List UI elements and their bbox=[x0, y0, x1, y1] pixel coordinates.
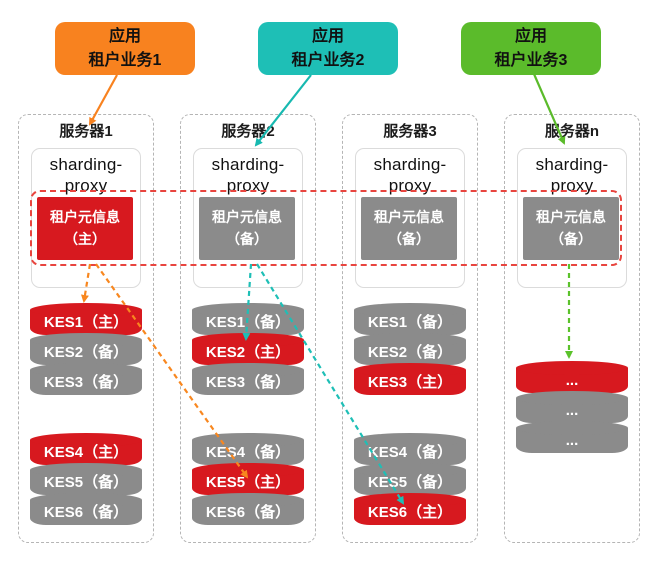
kes-cylinder-primary: KES2（主） bbox=[192, 333, 304, 365]
kes-cylinder-label: KES1（备） bbox=[205, 314, 291, 331]
kes-cylinder-label: KES5（主） bbox=[205, 474, 291, 491]
kes-cylinder-label: KES3（备） bbox=[205, 374, 291, 391]
kes-cylinder-standby: KES5（备） bbox=[30, 463, 142, 495]
app-label-line2: 租户业务2 bbox=[291, 51, 365, 69]
kes-cylinder-standby: KES4（备） bbox=[192, 433, 304, 465]
server-title: 服务器1 bbox=[59, 123, 113, 140]
tenant-metadata-label-line: 租户元信息 bbox=[374, 208, 444, 225]
kes-cylinder-stack: KES1（备） KES2（主） KES3（备） bbox=[192, 303, 304, 395]
sharding-proxy-label: sharding-proxy bbox=[32, 154, 140, 197]
sharding-proxy-label-line: proxy bbox=[388, 176, 432, 196]
kes-cylinder-label: KES5（备） bbox=[367, 474, 453, 491]
tenant-metadata-box-standby: 租户元信息 （备） bbox=[199, 197, 295, 260]
sharding-proxy-label-line: proxy bbox=[226, 176, 270, 196]
sharding-proxy-label-line: sharding- bbox=[535, 155, 609, 174]
server-title: 服务器3 bbox=[383, 123, 437, 140]
sharding-proxy-label-line: sharding- bbox=[373, 155, 447, 174]
kes-cylinder-standby: KES1（备） bbox=[192, 303, 304, 335]
sharding-proxy-label-line: proxy bbox=[64, 176, 108, 196]
kes-cylinder-primary: KES1（主） bbox=[30, 303, 142, 335]
tenant-metadata-label-line: 租户元信息 bbox=[536, 208, 606, 225]
kes-cylinder-standby: KES3（备） bbox=[192, 363, 304, 395]
kes-cylinder-stack: KES4（主） KES5（备） KES6（备） bbox=[30, 433, 142, 525]
kes-cylinder-label: KES1（备） bbox=[367, 314, 453, 331]
kes-cylinder-standby: KES2（备） bbox=[30, 333, 142, 365]
sharding-proxy-label-line: proxy bbox=[550, 176, 594, 196]
kes-cylinder-label: KES5（备） bbox=[43, 474, 129, 491]
kes-cylinder-standby: ... bbox=[516, 391, 628, 423]
kes-cylinder-label: ... bbox=[565, 372, 579, 389]
kes-cylinder-standby: KES2（备） bbox=[354, 333, 466, 365]
sharding-proxy-label: sharding-proxy bbox=[356, 154, 464, 197]
kes-cylinder-primary: KES4（主） bbox=[30, 433, 142, 465]
kes-cylinder-label: KES6（备） bbox=[205, 504, 291, 521]
kes-cylinder-standby: KES5（备） bbox=[354, 463, 466, 495]
app-box-tenant-business-3: 应用 租户业务3 bbox=[461, 22, 601, 75]
tenant-metadata-label-line: 租户元信息 bbox=[50, 208, 120, 225]
app-label-line2: 租户业务1 bbox=[88, 51, 162, 69]
app-label-line1: 应用 bbox=[311, 28, 344, 46]
server-title: 服务器2 bbox=[221, 123, 275, 140]
sharding-proxy-box: sharding-proxy 租户元信息 （备） bbox=[517, 148, 627, 288]
kes-cylinder-standby: KES6（备） bbox=[30, 493, 142, 525]
tenant-metadata-label-line: （备） bbox=[226, 230, 268, 247]
kes-cylinder-label: KES2（备） bbox=[43, 344, 129, 361]
kes-cylinder-label: KES3（备） bbox=[43, 374, 129, 391]
app-box-tenant-business-2: 应用 租户业务2 bbox=[258, 22, 398, 75]
kes-cylinder-label: KES3（主） bbox=[367, 374, 453, 391]
kes-cylinder-primary: ... bbox=[516, 361, 628, 393]
kes-cylinder-primary: KES6（主） bbox=[354, 493, 466, 525]
kes-cylinder-stack: KES4（备） KES5（备） KES6（主） bbox=[354, 433, 466, 525]
tenant-metadata-box-standby: 租户元信息 （备） bbox=[361, 197, 457, 260]
kes-cylinder-standby: ... bbox=[516, 421, 628, 453]
kes-cylinder-stack: KES1（主） KES2（备） KES3（备） bbox=[30, 303, 142, 395]
kes-cylinder-label: KES4（主） bbox=[43, 444, 129, 461]
tenant-metadata-box-standby: 租户元信息 （备） bbox=[523, 197, 619, 260]
kes-cylinder-stack: KES1（备） KES2（备） KES3（主） bbox=[354, 303, 466, 395]
kes-cylinder-standby: KES1（备） bbox=[354, 303, 466, 335]
tenant-metadata-box-primary: 租户元信息 （主） bbox=[37, 197, 133, 260]
kes-cylinder-label: KES1（主） bbox=[43, 314, 129, 331]
kes-cylinder-stack: ......... bbox=[516, 361, 628, 453]
kes-cylinder-stack: KES4（备） KES5（主） KES6（备） bbox=[192, 433, 304, 525]
tenant-metadata-label-line: （主） bbox=[64, 230, 106, 247]
kes-cylinder-label: KES2（备） bbox=[367, 344, 453, 361]
tenant-metadata-label-line: （备） bbox=[388, 230, 430, 247]
sharding-proxy-box: sharding-proxy 租户元信息 （主） bbox=[31, 148, 141, 288]
server-column-2: 服务器2 sharding-proxy 租户元信息 （备） KES1（备） KES2（主）… bbox=[180, 114, 316, 543]
kes-cylinder-label: KES2（主） bbox=[205, 344, 291, 361]
server-title: 服务器n bbox=[544, 123, 600, 140]
kes-cylinder-standby: KES6（备） bbox=[192, 493, 304, 525]
kes-cylinder-label: KES6（主） bbox=[367, 504, 453, 521]
server-column-3: 服务器3 sharding-proxy 租户元信息 （备） KES1（备） KES2（备）… bbox=[342, 114, 478, 543]
sharding-proxy-label-line: sharding- bbox=[49, 155, 123, 174]
kes-cylinder-label: KES6（备） bbox=[43, 504, 129, 521]
server-column-n: 服务器n sharding-proxy 租户元信息 （备）......... bbox=[504, 114, 640, 543]
tenant-metadata-label-line: （备） bbox=[550, 230, 592, 247]
sharding-proxy-box: sharding-proxy 租户元信息 （备） bbox=[193, 148, 303, 288]
server-column-1: 服务器1 sharding-proxy 租户元信息 （主） KES1（主） KES2（备）… bbox=[18, 114, 154, 543]
kes-cylinder-label: KES4（备） bbox=[205, 444, 291, 461]
kes-cylinder-standby: KES3（备） bbox=[30, 363, 142, 395]
sharding-proxy-box: sharding-proxy 租户元信息 （备） bbox=[355, 148, 465, 288]
sharding-proxy-label-line: sharding- bbox=[211, 155, 285, 174]
app-label-line1: 应用 bbox=[108, 28, 141, 46]
sharding-proxy-label: sharding-proxy bbox=[194, 154, 302, 197]
kes-cylinder-standby: KES4（备） bbox=[354, 433, 466, 465]
app-box-tenant-business-1: 应用 租户业务1 bbox=[55, 22, 195, 75]
kes-cylinder-label: KES4（备） bbox=[367, 444, 453, 461]
kes-cylinder-primary: KES5（主） bbox=[192, 463, 304, 495]
kes-cylinder-primary: KES3（主） bbox=[354, 363, 466, 395]
kes-cylinder-label: ... bbox=[565, 432, 579, 449]
kes-cylinder-label: ... bbox=[565, 402, 579, 419]
tenant-metadata-label-line: 租户元信息 bbox=[212, 208, 282, 225]
app-label-line2: 租户业务3 bbox=[494, 51, 568, 69]
sharding-proxy-label: sharding-proxy bbox=[518, 154, 626, 197]
app-label-line1: 应用 bbox=[514, 28, 547, 46]
